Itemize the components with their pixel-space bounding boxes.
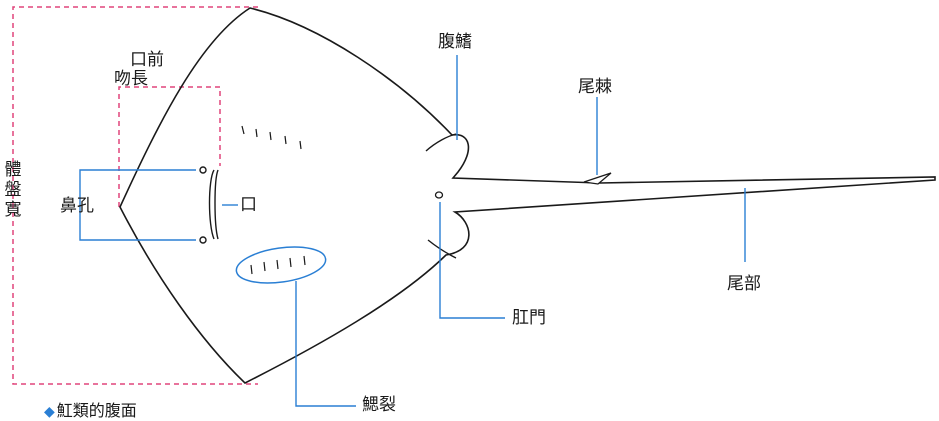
nostril-label: 鼻孔 [60, 196, 94, 216]
tail-spine [583, 172, 612, 185]
disc-width-guide [12, 6, 258, 385]
pelvic-fin-upper-edge [425, 133, 457, 152]
preoral-length-label-line1: 口前 [130, 50, 164, 70]
caption-text: 魟類的腹面 [56, 401, 137, 420]
preoral-length-label-line2: 吻長 [114, 69, 148, 89]
anus-opening [434, 191, 444, 199]
diamond-bullet-icon: ◆ [44, 404, 55, 420]
mouth-shape [199, 166, 219, 244]
mouth-label: 口 [240, 195, 257, 215]
upper-gill-marks [241, 125, 302, 150]
gill-slits-label: 鰓裂 [362, 395, 396, 415]
anus-leader [439, 202, 505, 319]
tail-label: 尾部 [727, 274, 761, 294]
pelvic-fin-lower-edge [427, 239, 457, 259]
tail-spine-label: 尾棘 [578, 77, 612, 97]
gill-slits-leader [295, 281, 356, 407]
anus-label: 肛門 [512, 308, 546, 328]
figure-caption: ◆魟類的腹面 [44, 397, 137, 421]
disc-width-label: 體盤寬 [4, 160, 22, 220]
nostril-leader [79, 169, 196, 241]
gill-slits [250, 255, 306, 275]
preoral-length-guide [118, 86, 221, 207]
pelvic-fin-label: 腹鰭 [438, 32, 472, 52]
gill-slits-highlight [235, 246, 327, 284]
dashed-guides [12, 6, 258, 385]
leader-lines [79, 55, 746, 407]
